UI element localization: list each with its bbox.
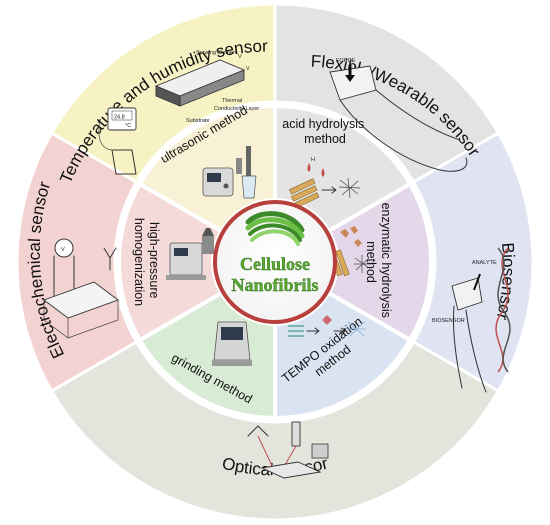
inner-label-acid-line-2: method	[304, 132, 346, 146]
conductivity-layer-label: Conductivity Layer	[214, 106, 259, 112]
inner-label-high-pressure: high-pressure homogenization	[132, 218, 161, 306]
optical-sensor-icon	[247, 421, 329, 479]
temperature-sensor-icon: Sensing Element V V Thermal Conductivity…	[98, 50, 259, 175]
inner-label-enzymatic: enzymatic hydrolysis method	[364, 203, 393, 322]
ring-divider	[114, 101, 436, 423]
center-hub: Cellulose Nanofibrils	[213, 200, 337, 324]
inner-label-acid: acid hydrolysis method	[282, 117, 367, 146]
voltmeter-label: V	[61, 247, 65, 253]
inner-label-enzymatic-line-2: method	[364, 241, 378, 283]
tempo-oxidation-icon	[288, 315, 366, 337]
inner-label-enzymatic-line-1: enzymatic hydrolysis	[379, 203, 393, 318]
center-title-line-1: Cellulose	[240, 254, 310, 274]
meter-unit: °C	[125, 123, 131, 129]
center-circle	[213, 200, 337, 324]
substrate-label: Substrate	[186, 118, 210, 124]
thermal-label: Thermal	[222, 98, 242, 104]
nanofibril-bundle-icon	[245, 211, 305, 246]
grinding-device-icon	[212, 321, 252, 366]
voltage-label-2: V	[246, 66, 250, 72]
inner-label-acid-line-1: acid hydrolysis	[282, 117, 364, 131]
biosensor-tag-label: BIOSENSOR	[432, 318, 465, 324]
inner-label-high-pressure-line-1: high-pressure	[147, 222, 161, 298]
analyte-label: ANALYTE	[472, 260, 497, 266]
electrochemical-sensor-icon: V	[43, 238, 119, 339]
meter-value: 24.8	[114, 115, 125, 121]
center-title-line-2: Nanofibrils	[231, 275, 318, 295]
homogenizer-device-icon	[166, 228, 214, 280]
inner-label-high-pressure-line-2: homogenization	[132, 218, 146, 306]
ultrasonic-device-icon	[202, 146, 257, 199]
acid-hydrolysis-icon: H	[288, 157, 361, 209]
acid-h-label: H	[311, 157, 315, 163]
biosensor-icon: ANALYTE BIOSENSOR	[432, 247, 511, 393]
force-label: FORCE	[336, 58, 356, 64]
voltage-label-1: V	[238, 54, 242, 60]
wearable-sensor-icon: FORCE	[329, 58, 468, 172]
sensing-element-label: Sensing Element	[196, 50, 238, 56]
